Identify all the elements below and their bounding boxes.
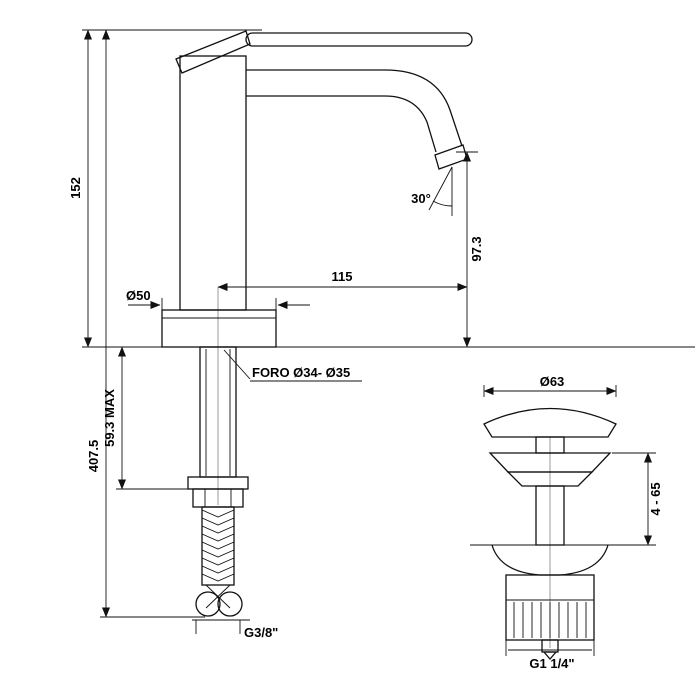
dim-59-3-label: 59.3 MAX [102, 389, 117, 447]
waste-upper-body [488, 452, 612, 546]
dimension-59-3-max: 59.3 MAX [102, 346, 190, 490]
base-escutcheon [161, 309, 277, 348]
dim-4-65-label: 4 - 65 [648, 482, 663, 515]
dim-115-label: 115 [332, 269, 353, 284]
aerator-tip [434, 144, 468, 170]
dimension-407-5: 407.5 [86, 29, 205, 618]
spray-angle-label: 30° [411, 191, 431, 206]
dim-407-5-label: 407.5 [86, 440, 101, 473]
waste-thread-callout: G1 1/4" [505, 640, 595, 671]
faucet-body [179, 55, 247, 311]
dimension-152: 152 [68, 29, 262, 348]
dimension-4-65: 4 - 65 [612, 452, 663, 546]
dim-97-3-label: 97.3 [469, 236, 484, 261]
dim-d63-label: Ø63 [540, 374, 565, 389]
dimension-97-3: 97.3 [456, 151, 484, 348]
hose-nut-right [217, 591, 243, 617]
hole-note-label: FORO Ø34- Ø35 [252, 365, 350, 380]
supply-thread-label: G3/8" [244, 625, 278, 640]
faucet-drawing: 30° [68, 29, 695, 640]
waste-thread-label: G1 1/4" [529, 656, 574, 671]
supply-thread-callout: G3/8" [192, 619, 278, 640]
dim-d50-label: Ø50 [126, 288, 151, 303]
dim-152-label: 152 [68, 177, 83, 199]
dimension-diameter-50: Ø50 [126, 288, 310, 312]
dimension-115: 115 [217, 269, 468, 291]
spout [246, 69, 468, 170]
hole-note-callout: FORO Ø34- Ø35 [223, 349, 362, 382]
dimension-diameter-63: Ø63 [483, 374, 617, 397]
handle-lever [175, 30, 473, 74]
waste-drawing: Ø63 4 - 65 G1 1/4" [470, 374, 663, 671]
waste-lower-body [491, 544, 609, 660]
flex-hose [195, 506, 243, 617]
hose-nut-left [195, 591, 221, 617]
spray-angle: 30° [411, 166, 453, 216]
